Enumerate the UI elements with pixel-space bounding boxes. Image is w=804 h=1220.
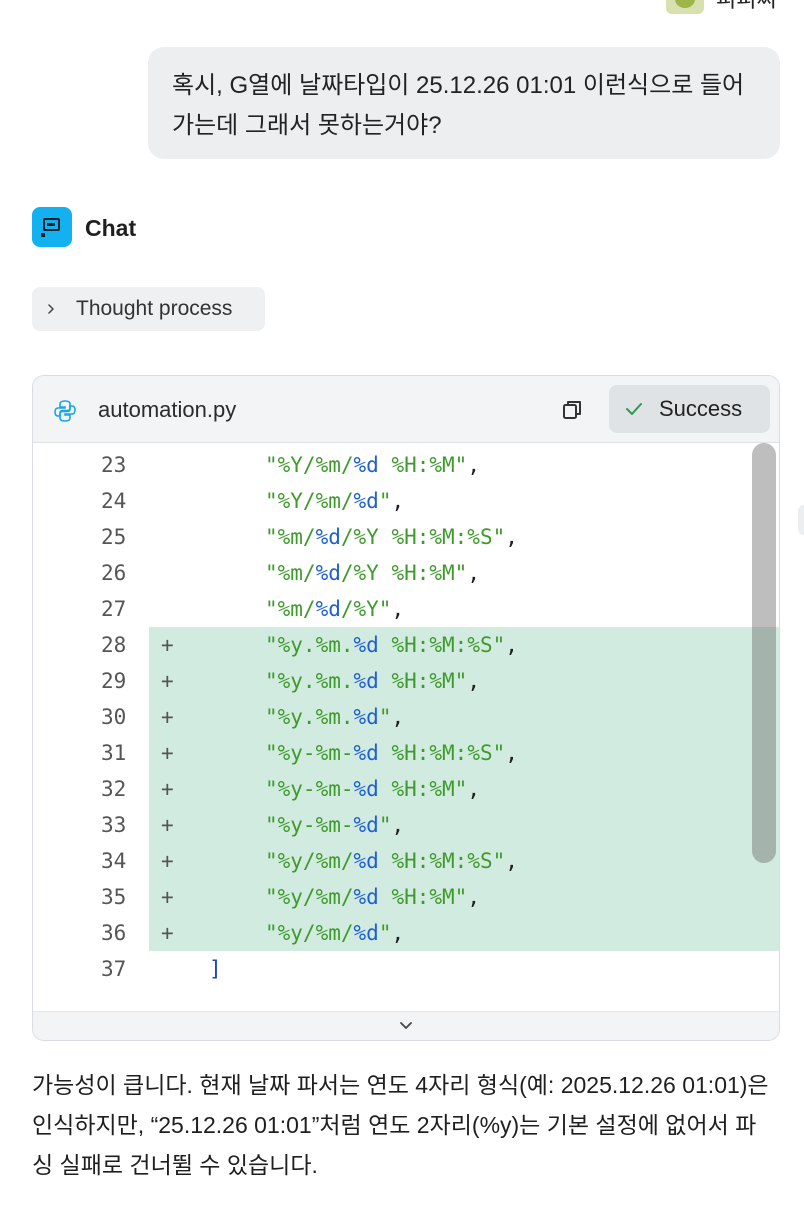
added-marker: +	[161, 741, 174, 765]
line-number: 30	[101, 705, 127, 729]
code-line: 32 + "%y-%m-%d %H:%M",	[33, 771, 779, 807]
line-number: 26	[101, 561, 127, 585]
line-number: 24	[101, 489, 127, 513]
added-marker: +	[161, 813, 174, 837]
code-text: "%y-%m-%d",	[265, 813, 405, 837]
code-text: "%y.%m.%d %H:%M:%S",	[265, 633, 518, 657]
line-number: 25	[101, 525, 127, 549]
code-line: 36 + "%y/%m/%d",	[33, 915, 779, 951]
added-line-highlight	[149, 879, 779, 915]
side-handle[interactable]	[798, 505, 804, 535]
added-line-highlight	[149, 627, 779, 663]
code-line: 37]	[33, 951, 779, 987]
code-line: 33 + "%y-%m-%d",	[33, 807, 779, 843]
added-marker: +	[161, 633, 174, 657]
added-line-highlight	[149, 663, 779, 699]
code-text: "%m/%d/%Y %H:%M:%S",	[265, 525, 518, 549]
code-text: "%y/%m/%d %H:%M",	[265, 885, 480, 909]
added-line-highlight	[149, 735, 779, 771]
line-number: 33	[101, 813, 127, 837]
added-line-highlight	[149, 915, 779, 951]
line-number: 29	[101, 669, 127, 693]
code-text: "%y/%m/%d %H:%M:%S",	[265, 849, 518, 873]
code-filename: automation.py	[98, 397, 237, 422]
code-block: automation.py Success 23 "%Y/%m/%d %H:%M"…	[32, 375, 780, 1041]
expand-code-button[interactable]	[33, 1011, 779, 1040]
line-number: 28	[101, 633, 127, 657]
thought-process-label: Thought process	[76, 297, 233, 320]
code-line: 23 "%Y/%m/%d %H:%M",	[33, 447, 779, 483]
added-marker: +	[161, 669, 174, 693]
line-number: 32	[101, 777, 127, 801]
code-lines: 23 "%Y/%m/%d %H:%M", 24 "%Y/%m/%d", 25 "%m/%d…	[33, 443, 779, 1013]
code-line: 35 + "%y/%m/%d %H:%M",	[33, 879, 779, 915]
code-scrollbar[interactable]	[752, 443, 776, 863]
added-marker: +	[161, 849, 174, 873]
code-text: "%y.%m.%d",	[265, 705, 405, 729]
code-text: "%m/%d/%Y %H:%M",	[265, 561, 480, 585]
line-number: 31	[101, 741, 127, 765]
code-line: 27 "%m/%d/%Y",	[33, 591, 779, 627]
line-number: 27	[101, 597, 127, 621]
status-label: Success	[659, 396, 743, 421]
code-line: 24 "%Y/%m/%d",	[33, 483, 779, 519]
chat-logo-icon	[32, 207, 72, 247]
added-line-highlight	[149, 843, 779, 879]
python-icon	[54, 400, 76, 422]
added-line-highlight	[149, 699, 779, 735]
status-badge: Success	[609, 385, 770, 433]
line-number: 37	[101, 957, 127, 981]
assistant-name: Chat	[85, 215, 137, 241]
user-name: 피피씨	[716, 0, 777, 14]
code-line: 28 + "%y.%m.%d %H:%M:%S",	[33, 627, 779, 663]
code-line: 25 "%m/%d/%Y %H:%M:%S",	[33, 519, 779, 555]
check-icon	[626, 403, 642, 415]
added-marker: +	[161, 705, 174, 729]
user-message-bubble: 혹시, G열에 날짜타입이 25.12.26 01:01 이런식으로 들어가는데…	[148, 47, 780, 159]
code-line: 30 + "%y.%m.%d",	[33, 699, 779, 735]
code-text: "%Y/%m/%d %H:%M",	[265, 453, 480, 477]
code-text: "%Y/%m/%d",	[265, 489, 405, 513]
line-number: 35	[101, 885, 127, 909]
code-block-header: automation.py Success	[33, 376, 779, 443]
code-text: "%y-%m-%d %H:%M",	[265, 777, 480, 801]
line-number: 36	[101, 921, 127, 945]
line-number: 34	[101, 849, 127, 873]
user-avatar	[666, 0, 704, 14]
chevron-right-icon	[48, 304, 54, 314]
code-text: "%y-%m-%d %H:%M:%S",	[265, 741, 518, 765]
code-line: 26 "%m/%d/%Y %H:%M",	[33, 555, 779, 591]
line-number: 23	[101, 453, 127, 477]
chevron-down-icon	[400, 1022, 412, 1029]
code-text: "%m/%d/%Y",	[265, 597, 405, 621]
code-line: 31 + "%y-%m-%d %H:%M:%S",	[33, 735, 779, 771]
added-line-highlight	[149, 771, 779, 807]
code-text: ]	[209, 957, 222, 981]
code-text: "%y/%m/%d",	[265, 921, 405, 945]
added-marker: +	[161, 921, 174, 945]
code-line: 34 + "%y/%m/%d %H:%M:%S",	[33, 843, 779, 879]
added-marker: +	[161, 777, 174, 801]
thought-process-toggle[interactable]: Thought process	[32, 287, 265, 331]
added-marker: +	[161, 885, 174, 909]
added-line-highlight	[149, 807, 779, 843]
copy-icon[interactable]	[560, 398, 584, 422]
assistant-answer: 가능성이 큽니다. 현재 날짜 파서는 연도 4자리 형식(예: 2025.12…	[32, 1072, 769, 1178]
code-text: "%y.%m.%d %H:%M",	[265, 669, 480, 693]
code-line: 29 + "%y.%m.%d %H:%M",	[33, 663, 779, 699]
